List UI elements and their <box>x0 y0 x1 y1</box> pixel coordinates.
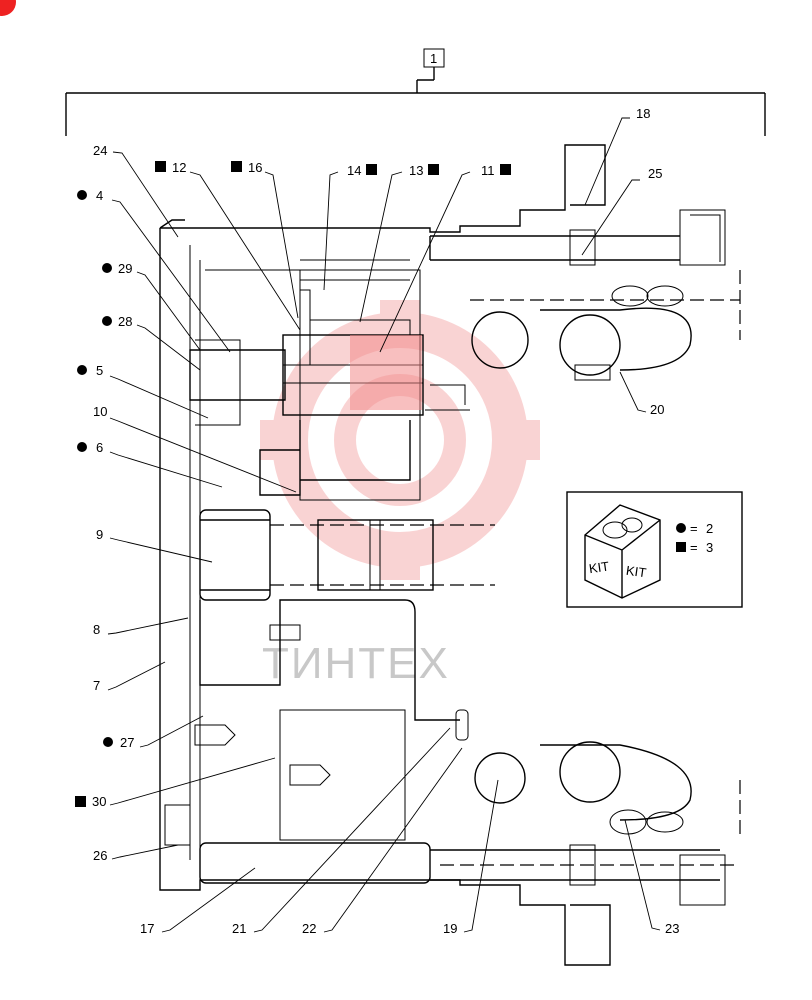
assembly-label: 1 <box>430 51 437 66</box>
callout-28: 28 <box>118 314 132 329</box>
callout-12: 12 <box>172 160 186 175</box>
lower-body <box>164 599 460 846</box>
dot-marker-icon <box>103 737 113 747</box>
middle-shaft <box>199 509 495 601</box>
callout-17: 17 <box>140 921 154 936</box>
callout-29: 29 <box>118 261 132 276</box>
callout-24: 24 <box>93 143 107 158</box>
kit-square-icon <box>676 542 686 552</box>
square-marker-icon <box>75 796 86 807</box>
square-marker-icon <box>366 164 377 175</box>
callout-6: 6 <box>96 440 103 455</box>
callout-16: 16 <box>248 160 262 175</box>
callout-23: 23 <box>665 921 679 936</box>
callout-22: 22 <box>302 921 316 936</box>
lower-shaft-group <box>199 709 741 906</box>
callout-5: 5 <box>96 363 103 378</box>
callout-27: 27 <box>120 735 134 750</box>
callout-8: 8 <box>93 622 100 637</box>
square-marker-icon <box>231 161 242 172</box>
callout-13: 13 <box>409 163 423 178</box>
callout-14: 14 <box>347 163 361 178</box>
kit-square-value: 3 <box>706 540 713 555</box>
callout-20: 20 <box>650 402 664 417</box>
callout-10: 10 <box>93 404 107 419</box>
kit-dot-value: 2 <box>706 521 713 536</box>
callout-19: 19 <box>443 921 457 936</box>
gear-stack <box>189 289 470 496</box>
dot-marker-icon <box>102 263 112 273</box>
callout-9: 9 <box>96 527 103 542</box>
upper-shaft-group <box>429 209 741 381</box>
square-marker-icon <box>428 164 439 175</box>
callout-18: 18 <box>636 106 650 121</box>
callout-30: 30 <box>92 794 106 809</box>
kit-dot-icon <box>676 523 686 533</box>
gear-highlight <box>350 335 422 410</box>
kit-box-icon <box>584 504 661 599</box>
callout-labels: 24 12 16 14 13 11 18 25 4 29 28 5 10 6 9… <box>75 106 679 936</box>
kit-square-equals: = <box>690 540 698 555</box>
square-marker-icon <box>500 164 511 175</box>
callout-11: 11 <box>481 163 495 178</box>
leader-lines <box>107 117 661 933</box>
callout-25: 25 <box>648 166 662 181</box>
watermark-text: ТИНТЕХ <box>262 639 450 688</box>
assembly-bracket: 1 <box>65 48 766 136</box>
callout-4: 4 <box>96 188 103 203</box>
callout-7: 7 <box>93 678 100 693</box>
kit-legend: KIT KIT = 2 = 3 <box>566 491 743 608</box>
corner-logo-mark <box>0 0 16 16</box>
callout-26: 26 <box>93 848 107 863</box>
dot-marker-icon <box>102 316 112 326</box>
dot-marker-icon <box>77 365 87 375</box>
kit-legend-frame <box>566 491 743 608</box>
kit-word-right: KIT <box>625 563 647 581</box>
square-marker-icon <box>155 161 166 172</box>
kit-dot-equals: = <box>690 521 698 536</box>
callout-21: 21 <box>232 921 246 936</box>
dot-marker-icon <box>77 190 87 200</box>
kit-word-left: KIT <box>588 559 610 577</box>
dot-marker-icon <box>77 442 87 452</box>
